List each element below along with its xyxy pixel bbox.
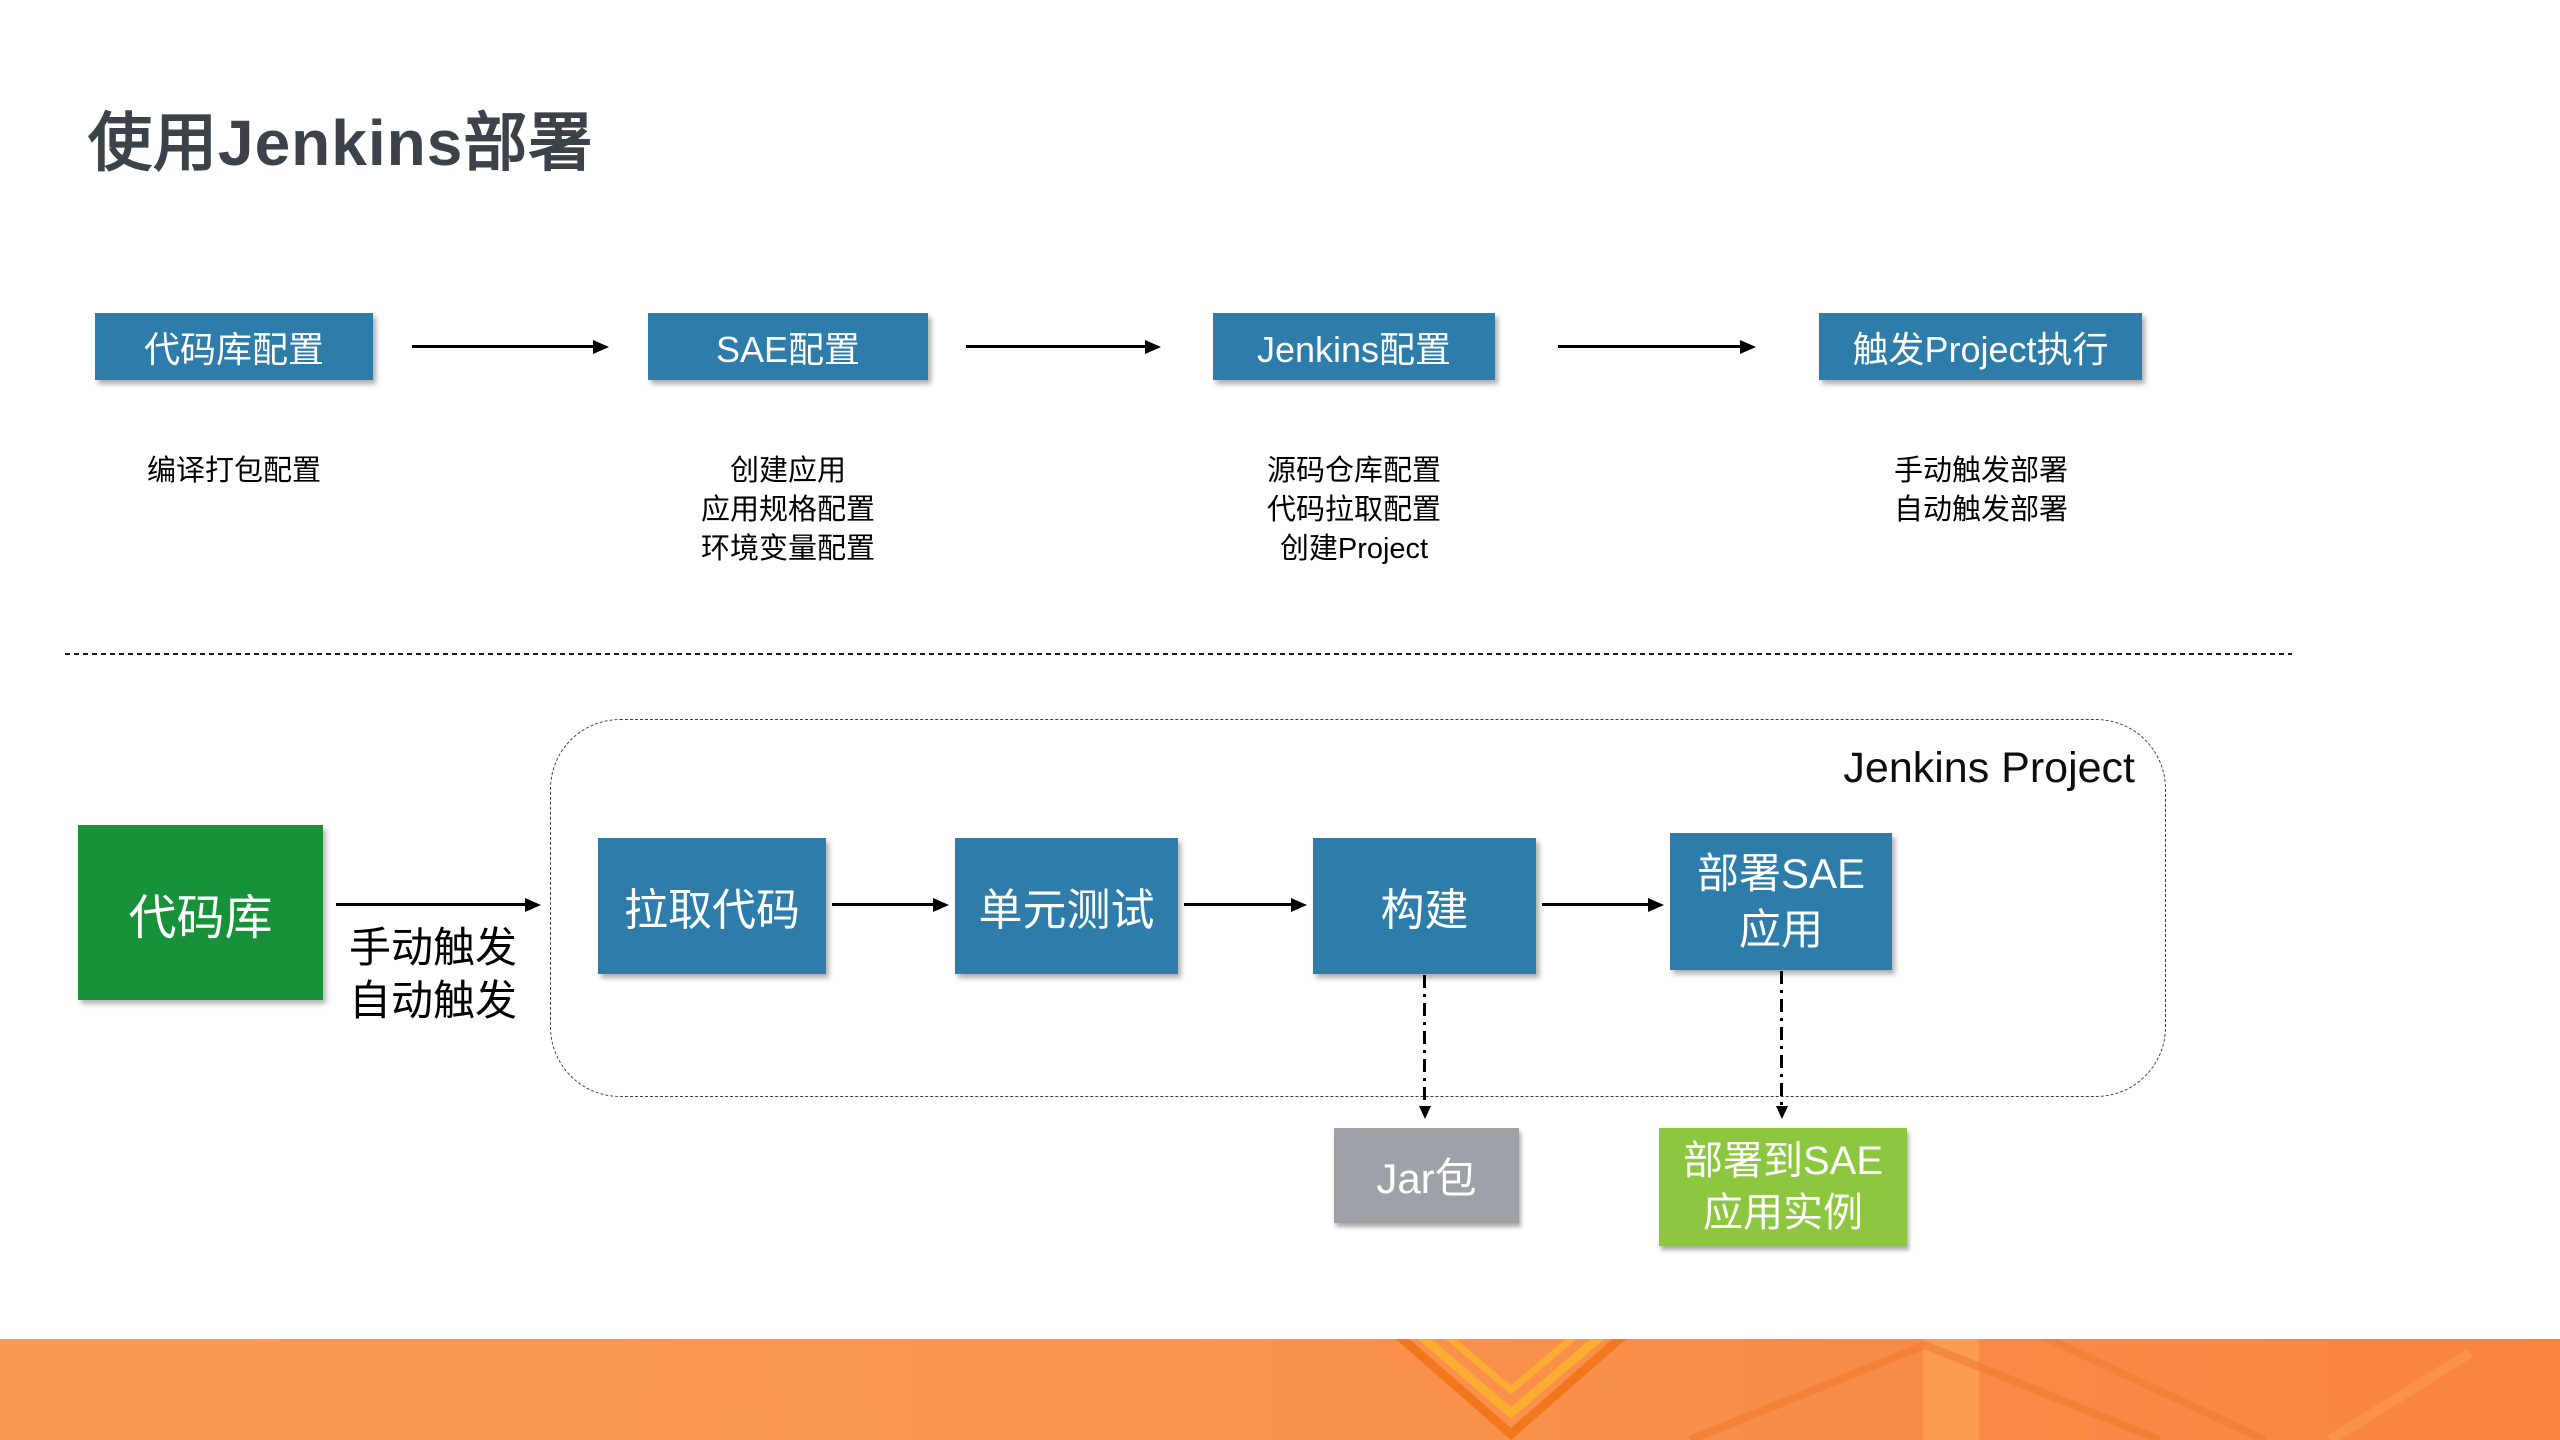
step-notes-4: 手动触发部署 自动触发部署: [1771, 452, 2191, 530]
step-notes-3: 源码仓库配置 代码拉取配置 创建Project: [1144, 452, 1564, 569]
stage-box-build: 构建: [1313, 838, 1536, 974]
trigger-label: 手动触发 自动触发: [349, 921, 517, 1027]
footer-bar: 阿里云: [0, 1339, 2560, 1440]
note-line: 源码仓库配置: [1266, 455, 1441, 487]
code-repo-box: 代码库: [78, 825, 323, 1000]
stage-arrow-3: [1542, 903, 1649, 906]
deploy-instance-box: 部署到SAE 应用实例: [1659, 1128, 1907, 1246]
trigger-line: 自动触发: [349, 977, 518, 1024]
trigger-arrow: [336, 903, 526, 906]
note-line: 代码拉取配置: [1266, 494, 1441, 526]
page-title: 使用Jenkins部署: [88, 107, 594, 179]
stage-arrow-1: [832, 903, 934, 906]
note-line: 创建Project: [1279, 533, 1429, 565]
stage-box-unit-test: 单元测试: [955, 838, 1178, 974]
note-line: 应用规格配置: [700, 494, 875, 526]
note-line: 自动触发部署: [1893, 494, 2068, 526]
flow-arrow-3: [1558, 345, 1741, 348]
stage-box-pull-code: 拉取代码: [598, 838, 826, 974]
trigger-line: 手动触发: [349, 924, 518, 971]
flow-arrow-2: [966, 345, 1146, 348]
stage-box-deploy-sae: 部署SAE 应用: [1670, 833, 1892, 970]
deploy-output-arrow: [1780, 971, 1783, 1107]
note-line: 创建应用: [729, 455, 846, 487]
flow-arrow-1: [412, 345, 594, 348]
build-output-arrow: [1423, 975, 1426, 1107]
stage-line: 应用: [1738, 905, 1823, 953]
jar-output-box: Jar包: [1334, 1128, 1519, 1223]
note-line: 编译打包配置: [146, 455, 321, 487]
step-box-repo-config: 代码库配置: [95, 313, 373, 380]
deploy-line: 部署到SAE: [1682, 1139, 1884, 1183]
note-line: 手动触发部署: [1893, 455, 2068, 487]
stage-arrow-2: [1184, 903, 1292, 906]
step-box-jenkins-config: Jenkins配置: [1213, 313, 1495, 380]
note-line: 环境变量配置: [700, 533, 875, 565]
jenkins-project-container: [550, 719, 2166, 1097]
deploy-line: 应用实例: [1703, 1191, 1863, 1235]
footer-pattern: [1395, 1339, 2473, 1440]
jenkins-project-label: Jenkins Project: [1843, 744, 2135, 792]
dashed-divider: [65, 653, 2292, 655]
step-notes-1: 编译打包配置: [24, 452, 444, 491]
step-notes-2: 创建应用 应用规格配置 环境变量配置: [578, 452, 998, 569]
step-box-trigger-project: 触发Project执行: [1819, 313, 2142, 380]
stage-line: 部署SAE: [1696, 849, 1866, 897]
step-box-sae-config: SAE配置: [648, 313, 928, 380]
